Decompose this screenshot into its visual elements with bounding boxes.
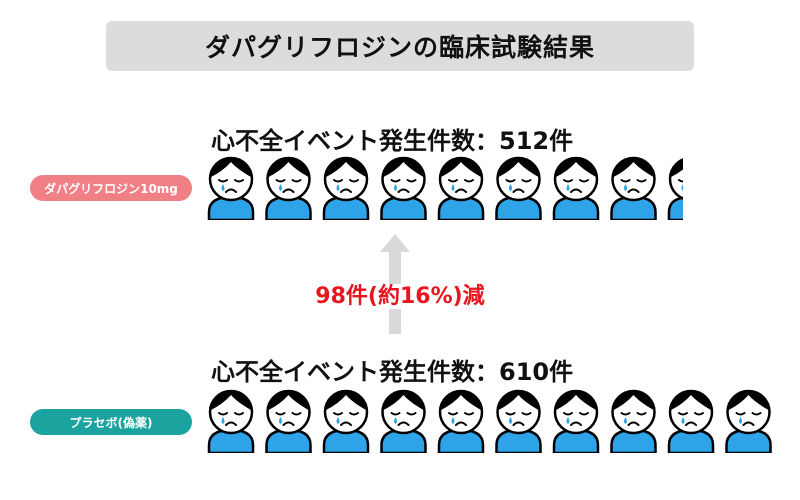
crying-person-icon — [322, 156, 370, 220]
placebo-face-icons — [207, 389, 772, 453]
crying-person-icon — [207, 389, 255, 453]
crying-person-icon — [725, 389, 772, 453]
drug-event-count: 心不全イベント発生件数：512件 — [211, 127, 574, 155]
crying-person-icon — [667, 158, 683, 220]
crying-person-icon — [380, 156, 427, 220]
crying-person-icon — [437, 156, 485, 220]
drug-face-row — [207, 156, 683, 220]
crying-person-icon — [610, 389, 657, 453]
reduction-text: 98件(約16%)減 — [309, 284, 491, 309]
placebo-label-badge: プラセボ(偽薬) — [30, 409, 192, 435]
crying-person-icon — [207, 156, 255, 220]
crying-person-icon — [552, 156, 600, 220]
reduction-note: 98件(約16%)減 — [0, 278, 800, 310]
crying-person-icon — [495, 389, 542, 453]
crying-person-icon — [265, 389, 312, 453]
placebo-event-count: 心不全イベント発生件数：610件 — [211, 358, 574, 386]
crying-person-icon — [552, 389, 600, 453]
drug-label-badge: ダパグリフロジン10mg — [30, 175, 192, 201]
crying-person-icon — [495, 156, 542, 220]
crying-person-icon — [265, 156, 312, 220]
drug-face-icons — [207, 156, 683, 220]
crying-person-icon — [437, 389, 485, 453]
page-title: ダパグリフロジンの臨床試験結果 — [106, 21, 694, 71]
crying-person-icon — [610, 156, 657, 220]
crying-person-icon — [322, 389, 370, 453]
crying-person-icon — [380, 389, 427, 453]
placebo-face-row — [207, 389, 787, 453]
crying-person-icon — [667, 389, 715, 453]
